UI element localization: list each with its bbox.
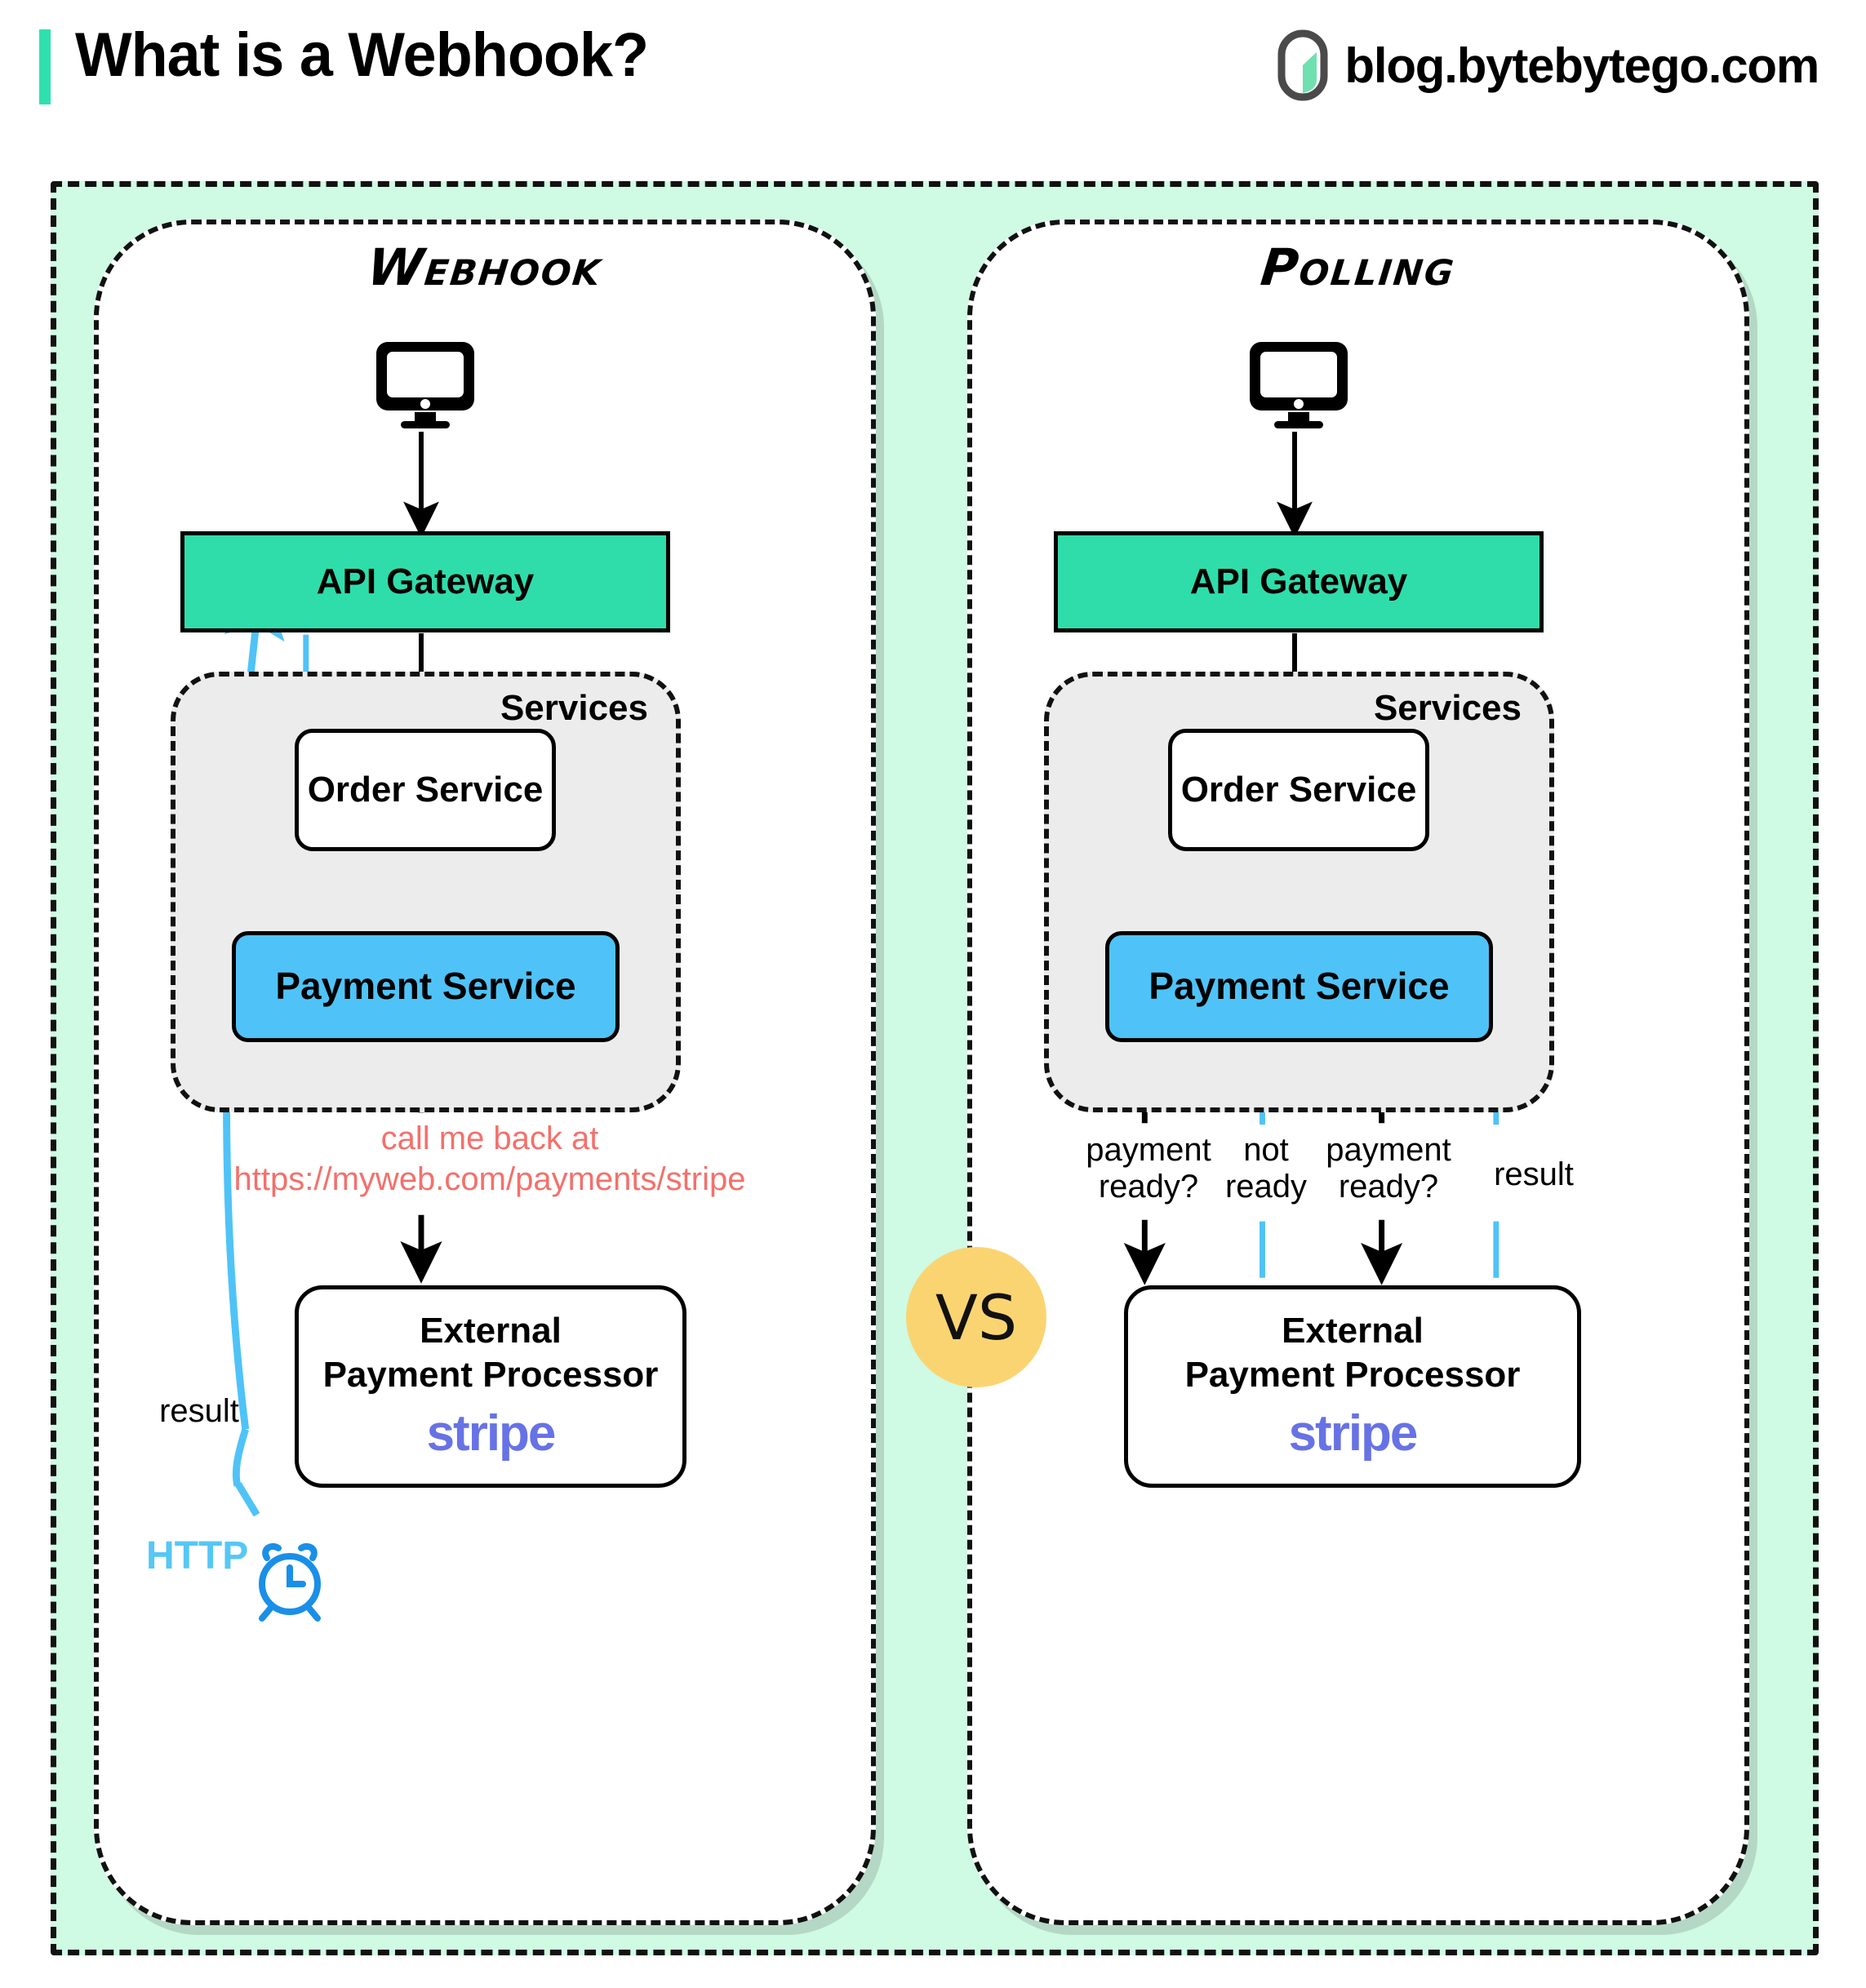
desktop-monitor-icon bbox=[376, 342, 474, 428]
client-monitor-webhook bbox=[373, 339, 478, 430]
edge-callback-curve-blue-tail bbox=[232, 1428, 249, 1487]
payment-service-label: Payment Service bbox=[1148, 965, 1450, 1008]
alarm-clock-icon bbox=[259, 1542, 321, 1622]
services-caption: Services bbox=[1373, 688, 1522, 728]
api-gateway-label: API Gateway bbox=[316, 561, 535, 602]
callback-line-2: https://myweb.com/payments/stripe bbox=[233, 1161, 746, 1197]
page-header: What is a Webhook? blog.bytebytego.com bbox=[0, 0, 1866, 135]
panel-title-polling: Polling bbox=[1258, 237, 1459, 297]
callback-annotation: call me back at https://myweb.com/paymen… bbox=[99, 1118, 881, 1200]
edge-clock-connector-blue bbox=[235, 1482, 260, 1517]
panel-polling: Polling bbox=[967, 220, 1749, 1925]
title-accent-bar bbox=[39, 29, 51, 104]
page-title: What is a Webhook? bbox=[75, 20, 649, 90]
order-service-webhook: Order Service bbox=[295, 729, 556, 851]
callback-line-1: call me back at bbox=[380, 1120, 599, 1156]
stripe-logo: stripe bbox=[426, 1404, 557, 1462]
http-label: HTTP bbox=[146, 1534, 249, 1578]
order-service-polling: Order Service bbox=[1168, 729, 1429, 851]
processor-line-2: Payment Processor bbox=[322, 1354, 659, 1395]
api-gateway-polling: API Gateway bbox=[1054, 531, 1544, 632]
stripe-logo: stripe bbox=[1288, 1404, 1419, 1462]
order-service-label: Order Service bbox=[1180, 770, 1417, 810]
poll-label-4: result bbox=[1494, 1156, 1574, 1192]
payment-service-label: Payment Service bbox=[275, 965, 576, 1008]
external-payment-processor-polling: External Payment Processor stripe bbox=[1124, 1285, 1581, 1488]
external-payment-processor-webhook: External Payment Processor stripe bbox=[295, 1285, 686, 1488]
poll-label-3: payment ready? bbox=[1326, 1132, 1451, 1205]
client-monitor-polling bbox=[1246, 339, 1351, 430]
panel-title-webhook: Webhook bbox=[364, 237, 606, 297]
bytebytego-leaf-logo-icon bbox=[1277, 29, 1328, 101]
processor-line-1: External bbox=[1282, 1311, 1424, 1351]
api-gateway-label: API Gateway bbox=[1189, 561, 1408, 602]
panel-webhook: Webhook bbox=[94, 220, 876, 1925]
processor-line-2: Payment Processor bbox=[1184, 1354, 1521, 1395]
services-caption: Services bbox=[500, 688, 648, 728]
poll-label-1: payment ready? bbox=[1086, 1132, 1211, 1205]
processor-line-1: External bbox=[420, 1311, 562, 1351]
vs-badge: VS bbox=[906, 1247, 1046, 1387]
alarm-clock-icon-wrap bbox=[251, 1537, 329, 1622]
api-gateway-webhook: API Gateway bbox=[180, 531, 670, 632]
order-service-label: Order Service bbox=[307, 770, 544, 810]
desktop-monitor-icon bbox=[1250, 342, 1348, 428]
diagram-stage: Webhook bbox=[51, 181, 1819, 1955]
brand: blog.bytebytego.com bbox=[1277, 29, 1819, 101]
payment-service-polling: Payment Service bbox=[1105, 931, 1493, 1042]
payment-service-webhook: Payment Service bbox=[232, 931, 620, 1042]
result-label-webhook: result bbox=[159, 1393, 239, 1429]
brand-text: blog.bytebytego.com bbox=[1344, 38, 1819, 93]
poll-label-2: not ready bbox=[1224, 1132, 1308, 1205]
